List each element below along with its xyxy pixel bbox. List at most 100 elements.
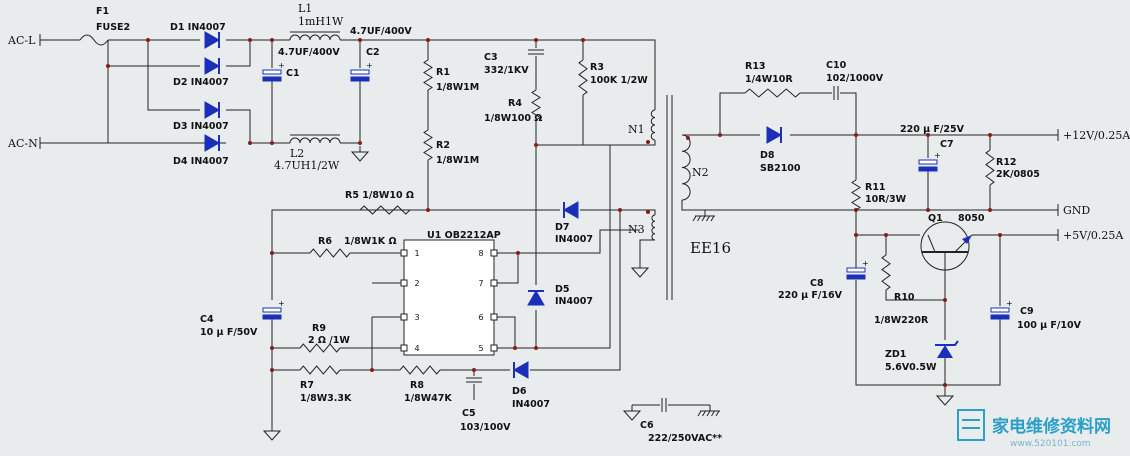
- label-r3: R3: [590, 62, 604, 73]
- diode-d7: [562, 201, 579, 219]
- label-d5: D5: [555, 284, 570, 295]
- diode-d5: [527, 289, 545, 306]
- svg-text:+: +: [278, 61, 285, 70]
- label-q1_val: 8050: [958, 213, 985, 224]
- label-d6: D6: [512, 386, 527, 397]
- ic-u1: [403, 239, 495, 356]
- resistor-r4: [531, 89, 541, 121]
- resistor-r12: [985, 149, 995, 186]
- label-c4: C4: [200, 314, 214, 325]
- chassis-ground-symbol: [692, 210, 715, 222]
- label-c6_val: 222/250VAC**: [648, 433, 722, 444]
- label-r8_val: 1/8W47K: [404, 393, 452, 404]
- out-5v-label: +5V/0.25A: [1063, 229, 1124, 242]
- junction-dot: [534, 143, 538, 147]
- junction-dot: [884, 233, 888, 237]
- junction-dot: [686, 136, 690, 140]
- label-d1: D1 IN4007: [170, 22, 226, 33]
- label-l2: L2: [290, 147, 304, 160]
- transformer-n3-label: N3: [628, 223, 645, 236]
- label-q1: Q1: [928, 213, 943, 224]
- junction-dot: [926, 133, 930, 137]
- label-r3_val: 100K 1/2W: [590, 75, 648, 86]
- label-r13_val: 1/4W10R: [745, 74, 793, 85]
- ic-pin: [400, 279, 408, 287]
- junction-dot: [943, 383, 947, 387]
- capacitor-c7: +: [918, 151, 941, 172]
- svg-text:+: +: [934, 151, 941, 160]
- transistor-arrow: [962, 235, 972, 244]
- transformer-ee16-label: EE16: [690, 239, 731, 257]
- capacitor-c2: +: [350, 61, 373, 82]
- junction-dot: [718, 133, 722, 137]
- junction-dot: [513, 346, 517, 350]
- label-r13: R13: [745, 61, 766, 72]
- ic-pin-number: 4: [414, 344, 419, 353]
- svg-text:+: +: [366, 61, 373, 70]
- junction-dot: [988, 208, 992, 212]
- label-r12_val: 2K/0805: [996, 169, 1040, 180]
- ic-pin-number: 8: [478, 249, 483, 258]
- label-l2_val: 4.7UH1/2W: [274, 159, 340, 172]
- label-r6_val: 1/8W1K Ω: [344, 236, 397, 247]
- ground-symbol: [935, 390, 955, 406]
- ic-pin: [490, 313, 498, 321]
- label-c3: C3: [484, 52, 498, 63]
- junction-dot: [270, 346, 274, 350]
- junction-dot: [248, 38, 252, 42]
- watermark-logo: [957, 409, 985, 441]
- label-r4: R4: [508, 98, 522, 109]
- label-d4: D4 IN4007: [173, 156, 229, 167]
- diode-d3: [204, 101, 221, 119]
- label-r9: R9: [312, 323, 326, 334]
- label-r2_val: 1/8W1M: [436, 155, 479, 166]
- fuse-symbol: [79, 34, 109, 46]
- capacitor-c9: +: [990, 299, 1013, 320]
- transistor-collector: [927, 234, 936, 253]
- junction-dot: [534, 346, 538, 350]
- label-c1_val: 4.7UF/400V: [278, 47, 340, 58]
- resistor-r10: [881, 254, 891, 291]
- label-zd1: ZD1: [885, 349, 906, 360]
- junction-dot: [943, 298, 947, 302]
- label-c7: C7: [940, 139, 954, 150]
- junction-dot: [988, 133, 992, 137]
- label-c8: C8: [810, 278, 824, 289]
- junction-dot: [358, 141, 362, 145]
- junction-dot: [998, 233, 1002, 237]
- resistor-r5: [359, 205, 411, 215]
- wire-layer: [40, 39, 1058, 425]
- label-r1: R1: [436, 67, 450, 78]
- resistor-r8: [399, 365, 441, 375]
- diode-d8: [766, 126, 783, 144]
- label-r8: R8: [410, 380, 424, 391]
- junction-dot: [370, 368, 374, 372]
- svg-text:+: +: [278, 299, 285, 308]
- label-u1: U1 OB2212AP: [427, 230, 501, 241]
- label-d8: D8: [760, 150, 775, 161]
- transformer-n3: [651, 214, 656, 241]
- label-r10_val: 1/8W220R: [874, 315, 929, 326]
- label-r5: R5 1/8W10 Ω: [345, 190, 414, 201]
- label-d2: D2 IN4007: [173, 77, 229, 88]
- label-r2: R2: [436, 140, 450, 151]
- transformer-n2: [681, 134, 691, 201]
- ic-pin: [400, 313, 408, 321]
- ic-pin-number: 1: [414, 249, 419, 258]
- label-c2_val: 4.7UF/400V: [350, 26, 412, 37]
- junction-dot: [270, 251, 274, 255]
- svg-text:+: +: [862, 259, 869, 268]
- chassis-ground-symbol: [697, 405, 720, 417]
- label-l1_val: 1mH1W: [298, 15, 344, 28]
- capacitor-c4: +: [262, 299, 285, 320]
- ic-pin-number: 3: [414, 313, 419, 322]
- junction-dot: [270, 38, 274, 42]
- label-f1: F1: [96, 6, 109, 17]
- resistor-r13: [744, 88, 801, 98]
- junction-dot: [248, 141, 252, 145]
- ic-pin-number: 6: [478, 313, 483, 322]
- label-r11_val: 10R/3W: [865, 194, 907, 205]
- inductor-l2: [289, 134, 341, 144]
